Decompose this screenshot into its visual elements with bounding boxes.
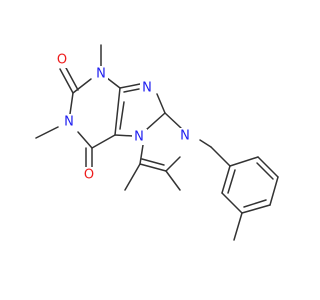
bond-ar1: [229, 156, 259, 167]
bond-n-c9: [156, 93, 166, 114]
atom-n1: N: [96, 67, 106, 82]
bond-c7-c6-dbl: [141, 158, 165, 166]
bond-n3-me: [35, 126, 59, 139]
bond-ar5: [221, 192, 243, 214]
bond-c8a-n: [119, 83, 141, 89]
atom-n-amidine: N: [142, 81, 152, 96]
atom-n-bridge: N: [134, 130, 144, 145]
molecule-structure: N N N N N O O: [35, 44, 279, 241]
bond-ar4: [241, 204, 271, 214]
bond-ar6-dbl: [227, 169, 236, 194]
bond-ar2-dbl: [256, 162, 274, 180]
bond-ar4-dbl: [243, 199, 267, 208]
bonds: [35, 44, 279, 241]
bond-ar3: [269, 176, 279, 206]
bond-c7-c6: [139, 163, 167, 172]
atom-o2: O: [57, 53, 67, 68]
bond-c8a-c4a: [114, 87, 121, 136]
bond-c6-bridge: [139, 144, 144, 165]
atom-o6: O: [84, 168, 94, 183]
atom-labels: N N N N N O O: [55, 52, 193, 183]
bond-n-im-ch2: [199, 139, 212, 148]
bond-ar-me: [233, 212, 243, 241]
bond-c9-n-bridge: [145, 112, 166, 131]
bond-c2-o2-a: [59, 68, 74, 94]
bond-c8a-n-dbl: [123, 88, 140, 93]
bond-c4a-c4: [91, 134, 116, 149]
atom-n-imidazole: N: [180, 129, 190, 144]
bond-c7-me: [165, 170, 181, 191]
bond-c2-o2-b: [64, 65, 79, 91]
bond-c2-n1: [72, 78, 92, 94]
bond-c9-n-im: [164, 112, 182, 129]
bond-n3-c2: [69, 92, 74, 115]
bond-ar2: [257, 156, 279, 178]
bond-bridge-c4a: [114, 134, 134, 137]
bond-n-im-c7: [165, 156, 181, 172]
bond-n1-c8a: [106, 77, 121, 89]
bond-c6-me: [124, 163, 141, 191]
atom-n3: N: [64, 115, 74, 130]
bond-ar6: [221, 165, 231, 194]
bond-bridge-c4a-dbl: [119, 101, 125, 130]
bond-ch2-ring: [210, 146, 231, 167]
bond-c4-n3: [77, 131, 93, 149]
